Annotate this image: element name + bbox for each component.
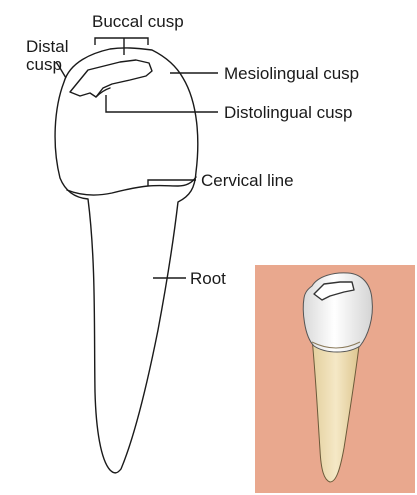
label-distal-cusp-line2: cusp [26,55,62,74]
label-cervical-line: Cervical line [201,171,294,190]
occlusal-outline [70,60,152,97]
label-mesiolingual-cusp: Mesiolingual cusp [224,64,359,83]
buccal-cusp-leader [95,38,148,55]
distolingual-cusp-leader [106,95,218,112]
inset-tooth-illustration [255,265,415,493]
label-distal-cusp-line1: Distal [26,37,69,56]
label-distolingual-cusp: Distolingual cusp [224,103,353,122]
label-buccal-cusp: Buccal cusp [92,12,184,31]
tooth-line-drawing [55,38,218,473]
central-groove [96,88,110,97]
label-root: Root [190,269,226,288]
